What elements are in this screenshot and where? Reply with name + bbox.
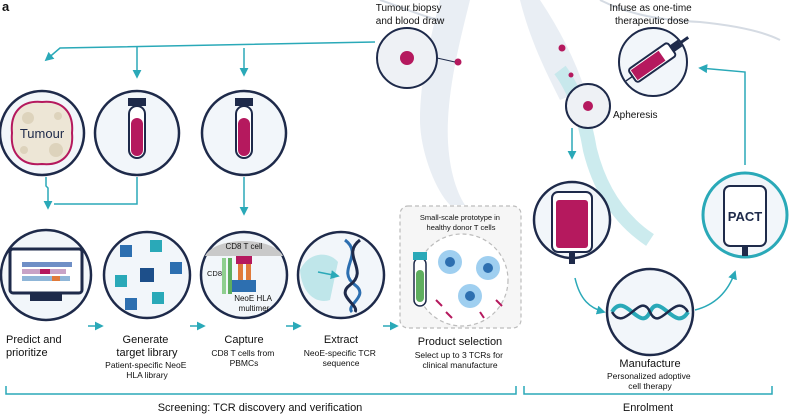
generate-library-circle [102,230,192,320]
step-extract: Extract NeoE-specific TCR sequence [304,334,379,368]
step-capture-detail: CD8 T cells from PBMCs [211,348,276,368]
capture-circle [199,230,289,320]
panel-label: a [2,0,10,14]
step-generate: Generate target library Patient-specific… [105,334,189,380]
infusion-syringe-illustration [558,27,690,97]
enrolment-bracket [523,386,773,395]
step-capture: Capture CD8 T cells from PBMCs [211,334,276,368]
extract-dna-circle [296,230,386,320]
step-extract-title: Extract [324,334,358,346]
biopsy-illustration [376,27,462,89]
cd8-label: CD8 [207,269,222,278]
enrolment-label: Enrolment [623,402,673,414]
tumour-circle [0,89,86,177]
step-manufacture-title: Manufacture [619,358,680,370]
step-capture-title: Capture [224,334,263,346]
tumour-label: Tumour [20,126,65,141]
neoe-multimer-label: NeoE HLA multimer [234,294,274,313]
screening-label: Screening: TCR discovery and verificatio… [158,402,363,414]
step-product: Product selection Select up to 3 TCRs fo… [415,336,506,370]
step-predict-title: Predict and prioritize [6,334,65,359]
step-generate-detail: Patient-specific NeoE HLA library [105,360,189,380]
flow-connectors [43,41,746,315]
infuse-label: Infuse as one-time therapeutic dose [609,3,694,27]
step-product-detail: Select up to 3 TCRs for clinical manufac… [415,350,506,370]
manufacture-circle [605,267,695,357]
screening-bracket [5,386,517,395]
blood-bag-circle [532,180,612,264]
blood-tube-circle-2 [200,89,288,177]
biopsy-label: Tumour biopsy and blood draw [376,3,445,27]
product-selection-box [399,205,522,329]
pact-bag-circle [701,171,789,259]
step-predict: Predict and prioritize [6,334,65,359]
predict-computer-circle [0,228,93,322]
cd8-tcell-label: CD8 T cell [225,242,262,251]
blood-tube-circle-1 [93,89,181,177]
step-generate-title: Generate target library [116,334,178,359]
apheresis-illustration [565,72,611,129]
step-manufacture-detail: Personalized adoptive cell therapy [607,371,693,391]
step-manufacture: Manufacture Personalized adoptive cell t… [607,358,693,391]
step-extract-detail: NeoE-specific TCR sequence [304,348,379,368]
step-product-title: Product selection [418,336,502,348]
apheresis-label: Apheresis [613,110,657,121]
small-scale-label: Small-scale prototype in healthy donor T… [420,213,502,232]
pact-label: PACT [728,209,762,224]
